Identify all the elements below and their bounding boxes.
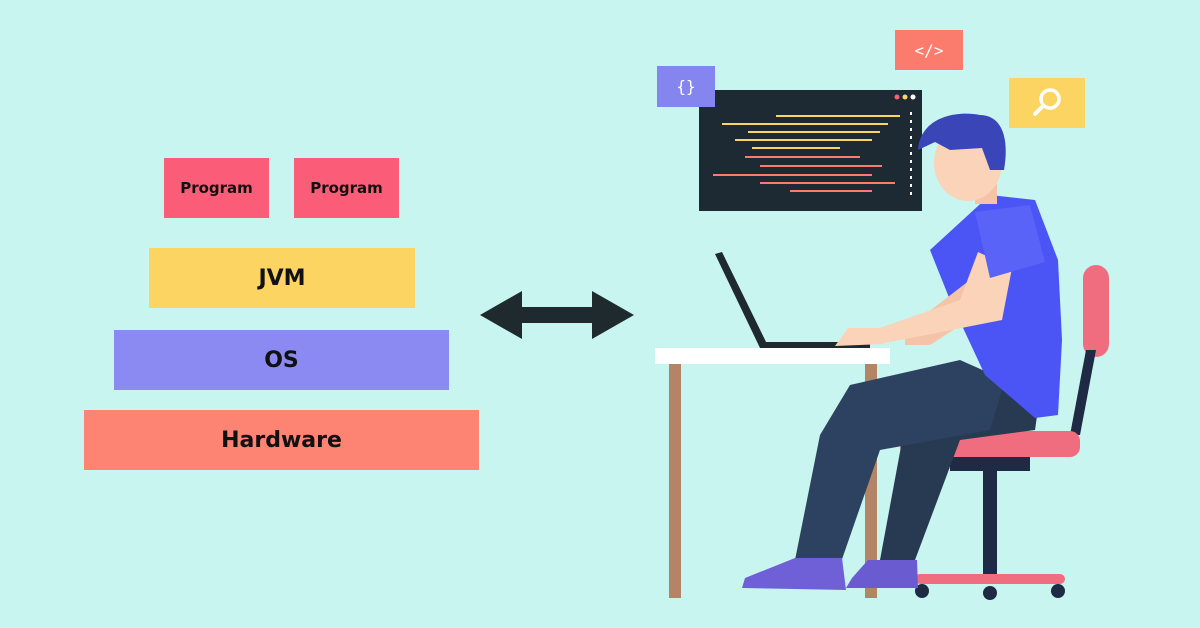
laptop-icon [715,252,870,348]
braces-symbol: {} [676,77,696,96]
code-tag-icon: </> [895,30,963,70]
code-screen-icon [699,90,922,211]
program-block-1: Program [164,158,269,218]
braces-icon: {} [657,66,715,107]
os-label: OS [264,347,299,373]
program-block-2: Program [294,158,399,218]
double-arrow-icon [480,291,634,339]
hardware-label: Hardware [221,427,342,453]
magnifier-icon [1033,88,1061,116]
hardware-layer: Hardware [84,410,479,470]
code-symbol: </> [914,40,944,60]
program-label-2: Program [310,179,383,197]
jvm-label: JVM [258,265,306,291]
program-label-1: Program [180,179,253,197]
jvm-layer: JVM [149,248,415,308]
os-layer: OS [114,330,449,390]
developer-figure [742,113,1062,590]
search-icon [1009,78,1085,128]
